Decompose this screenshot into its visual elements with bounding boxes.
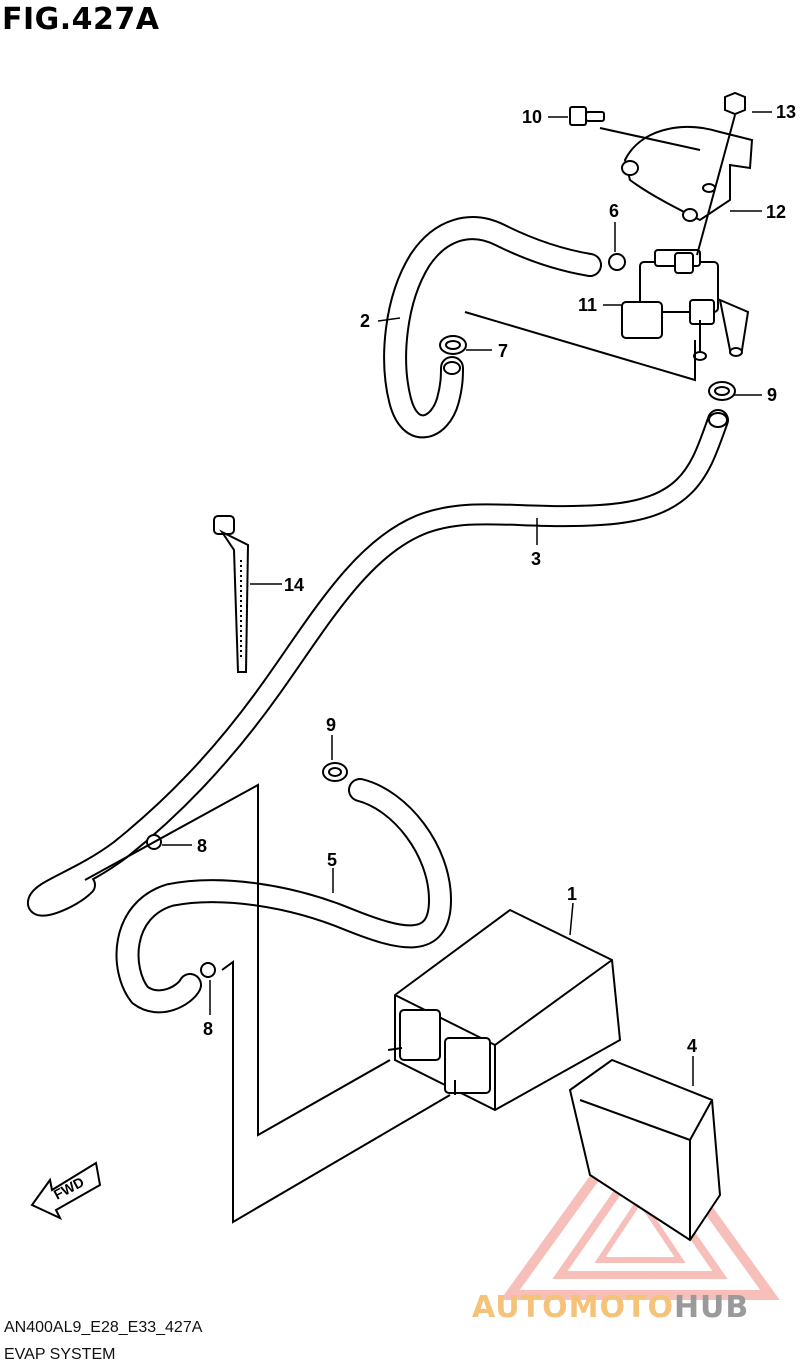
hose-5 — [115, 778, 453, 1014]
clip-8-lower — [200, 962, 216, 978]
callout-14: 14 — [284, 575, 304, 595]
callout-8-upper: 8 — [197, 836, 207, 856]
hose-2 — [383, 216, 602, 439]
cover-4 — [568, 1058, 722, 1242]
fwd-arrow-icon: FWD — [30, 1161, 102, 1221]
bolt-10 — [569, 106, 605, 126]
callout-8-lower: 8 — [203, 1019, 213, 1039]
leader-lines — [162, 111, 772, 1086]
purge-valve-11 — [621, 249, 750, 361]
callout-10: 10 — [522, 107, 542, 127]
callout-7: 7 — [498, 341, 508, 361]
canister-1 — [387, 908, 622, 1112]
bracket-12 — [621, 126, 754, 222]
callout-6: 6 — [609, 201, 619, 221]
callout-1: 1 — [567, 884, 577, 904]
hose-3 — [27, 409, 729, 917]
callout-12: 12 — [766, 202, 786, 222]
diagram-code: AN400AL9_E28_E33_427A — [4, 1319, 203, 1336]
callout-13: 13 — [776, 102, 796, 122]
callout-5: 5 — [327, 850, 337, 870]
figure-title: FIG.427A — [2, 2, 160, 37]
watermark-part2: HUB — [673, 1290, 750, 1325]
callout-9-lower: 9 — [326, 715, 336, 735]
callout-labels: 10 13 12 6 11 2 7 9 3 14 9 8 5 1 8 4 — [197, 102, 796, 1056]
callout-11: 11 — [578, 295, 597, 315]
callout-4: 4 — [687, 1036, 697, 1056]
nut-13 — [724, 91, 746, 116]
callout-3: 3 — [531, 549, 541, 569]
clamp-9-upper — [708, 381, 736, 401]
callout-9-upper: 9 — [767, 385, 777, 405]
callout-2: 2 — [360, 311, 370, 331]
clamp-7 — [439, 335, 467, 355]
clip-6 — [608, 253, 626, 271]
clamp-9-lower — [322, 762, 348, 782]
tie-strap-14 — [213, 515, 250, 673]
watermark-part1: AUTOMOTO — [472, 1290, 674, 1325]
diagram-name: EVAP SYSTEM — [4, 1346, 116, 1363]
routing-lines — [84, 114, 736, 1224]
watermark-text: AUTOMOTOHUB — [472, 1290, 749, 1325]
